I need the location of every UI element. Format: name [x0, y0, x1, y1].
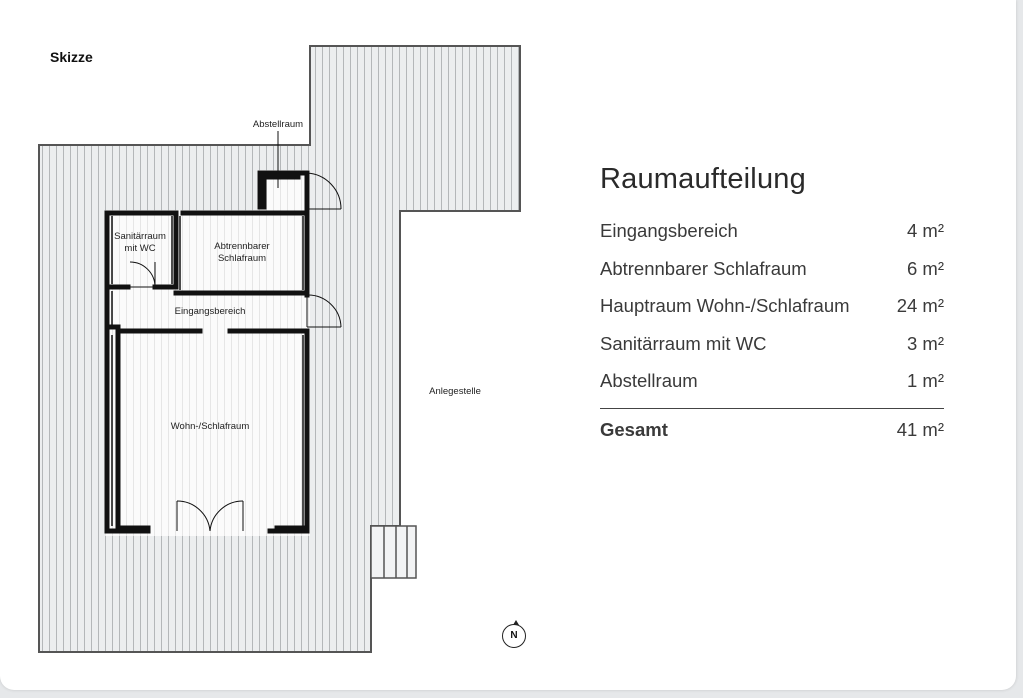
label-wohn-schlafraum: Wohn-/Schlafraum	[171, 421, 250, 432]
label-schlafraum: Abtrennbarer	[214, 241, 269, 252]
row-value: 24 m²	[896, 295, 944, 316]
label-abstellraum: Abstellraum	[253, 119, 303, 130]
landing-steps	[370, 525, 417, 579]
room-area-table: Raumaufteilung Eingangsbereich 4 m² Abtr…	[600, 163, 944, 441]
total-row: Gesamt 41 m²	[600, 407, 944, 441]
table-row: Abstellraum 1 m²	[600, 370, 944, 408]
label-schlafraum-line2: Schlafraum	[218, 253, 266, 264]
doors	[129, 172, 342, 532]
compass-label: N	[510, 630, 518, 641]
label-sanitaerraum: Sanitärraum	[114, 231, 166, 242]
total-label: Gesamt	[600, 418, 668, 440]
row-value: 3 m²	[907, 332, 944, 354]
row-name: Abtrennbarer Schlafraum	[600, 257, 807, 279]
compass-needle	[513, 620, 519, 625]
total-value: 41 m²	[896, 418, 944, 440]
table-title: Raumaufteilung	[600, 163, 806, 195]
interior-floor	[105, 170, 310, 536]
table-row: Abtrennbarer Schlafraum 6 m²	[600, 258, 944, 296]
compass-icon: N	[502, 620, 526, 648]
row-name: Eingangsbereich	[600, 220, 738, 241]
label-anlegestelle: Anlegestelle	[429, 386, 481, 397]
row-name: Sanitärraum mit WC	[600, 332, 767, 354]
row-value: 4 m²	[907, 220, 944, 241]
sketch-label: Skizze	[50, 49, 93, 65]
label-eingangsbereich: Eingangsbereich	[175, 306, 246, 317]
walls	[104, 170, 310, 534]
table-row: Eingangsbereich 4 m²	[600, 220, 944, 258]
partition-lines	[111, 216, 304, 526]
row-name: Abstellraum	[600, 370, 698, 391]
table-row: Sanitärraum mit WC 3 m²	[600, 333, 944, 371]
row-value: 1 m²	[907, 370, 944, 391]
table-row: Hauptraum Wohn-/Schlafraum 24 m²	[600, 295, 944, 333]
row-name: Hauptraum Wohn-/Schlafraum	[600, 295, 850, 316]
label-sanitaerraum-line2: mit WC	[124, 243, 155, 254]
row-value: 6 m²	[907, 257, 944, 279]
